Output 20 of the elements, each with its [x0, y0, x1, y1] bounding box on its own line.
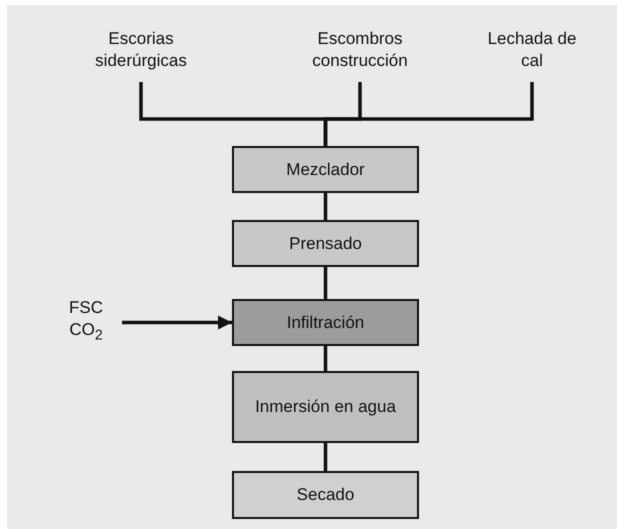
process-step-label: Infiltración — [286, 312, 364, 334]
connector-line — [324, 346, 328, 371]
process-step-label: Prensado — [289, 232, 362, 254]
input-label: FSC CO$_{2}$ — [68, 297, 104, 346]
connector-line — [324, 443, 328, 471]
process-box — [232, 299, 419, 346]
input-label: Lechada de cal — [486, 28, 578, 72]
process-step-label: Mezclador — [286, 158, 365, 180]
process-step-label: Secado — [296, 484, 354, 506]
process-box — [232, 371, 419, 443]
process-box — [232, 471, 419, 519]
input-label: Escorias siderúrgicas — [94, 28, 188, 72]
process-box — [232, 220, 419, 267]
connector-line — [324, 267, 328, 299]
process-box — [232, 146, 419, 193]
input-label: Escombros construcción — [311, 28, 409, 72]
process-step-label: Inmersión en agua — [255, 396, 396, 418]
connector-line — [324, 193, 328, 220]
arrow — [122, 316, 232, 330]
connector-line — [324, 82, 534, 146]
